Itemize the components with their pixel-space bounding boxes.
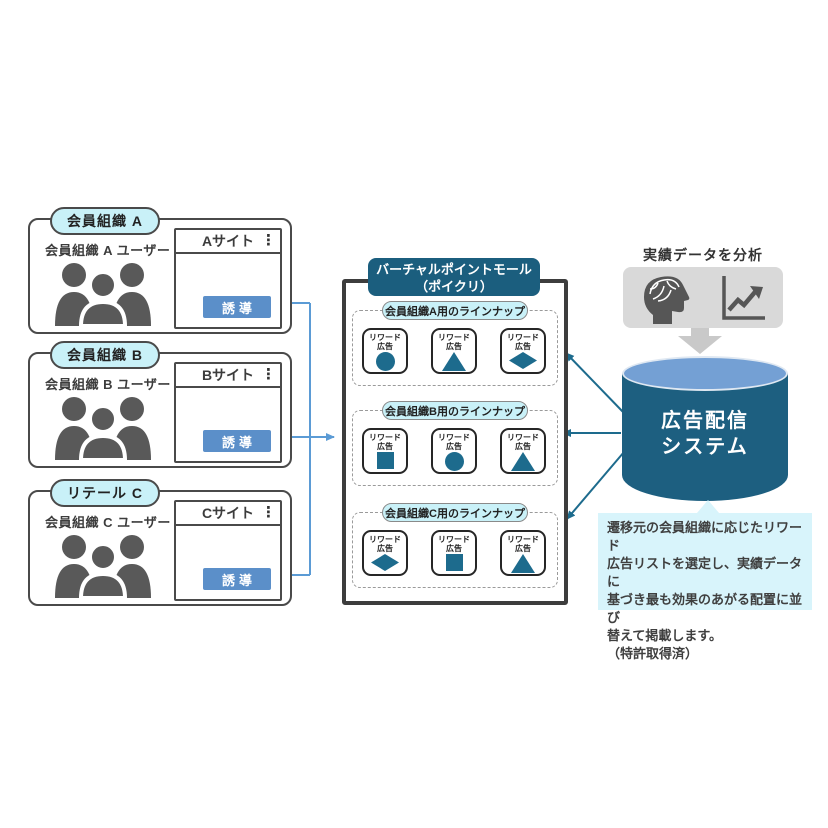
system-arrow-to-lineup-a [565,352,625,414]
site-c-title: Cサイト [201,505,255,521]
lineup-b-label: 会員組織B用のラインナップ [382,401,528,420]
reward-ad-label: リワード広告 [369,535,401,553]
site-a-title: Aサイト [201,233,255,249]
users-group-icon [55,397,151,460]
reward-ad-card: リワード広告 [362,530,408,576]
ad-shape-icon [376,452,394,469]
users-group-icon [55,535,151,598]
org-label-c: リテール C [50,479,160,507]
callout-notch [697,500,719,513]
analysis-icon-box [623,267,783,328]
reward-ad-card: リワード広告 [500,530,546,576]
ad-shape-icon [511,554,535,573]
mall-title: バーチャルポイントモール （ポイクリ） [368,258,540,296]
system-title-line1: 広告配信 [661,410,749,432]
reward-ad-card: リワード広告 [362,328,408,374]
org-label-a: 会員組織 A [50,207,160,235]
org-label-b: 会員組織 B [50,341,160,369]
reward-ad-label: リワード広告 [369,333,401,351]
site-mockup-a: Aサイト ⋮ 誘導 [174,228,282,329]
site-mockup-c: Cサイト ⋮ 誘導 [174,500,282,601]
ad-shape-icon [444,452,464,471]
reward-ad-card: リワード広告 [431,328,477,374]
callout-line: 遷移元の会員組織に応じたリワード [607,520,803,553]
reward-ad-card: リワード広告 [500,328,546,374]
brain-analysis-icon [644,276,690,324]
users-group-icon [55,263,151,326]
org-box-c: リテール C 会員組織 C ユーザー Cサイト ⋮ 誘導 [28,479,292,606]
chart-up-icon [722,276,765,320]
org-b-users-label: 会員組織 B ユーザー [45,377,171,392]
mall-title-line1: バーチャルポイントモール [376,262,532,277]
reward-ad-card: リワード広告 [431,428,477,474]
ad-shape-icon [445,554,463,571]
system-title: 広告配信 システム [622,408,788,460]
lineup-c-label: 会員組織C用のラインナップ [382,503,528,522]
lineup-a-label: 会員組織A用のラインナップ [382,301,528,320]
reward-ad-label: リワード広告 [438,535,470,553]
reward-ad-card: リワード広告 [500,428,546,474]
guide-button-b[interactable]: 誘導 [203,430,271,452]
analysis-label: 実績データを分析 [643,247,763,263]
org-box-a: 会員組織 A 会員組織 A ユーザー Aサイト ⋮ 誘導 [28,207,292,334]
ad-shape-icon [509,352,537,369]
database-cylinder-body [622,373,788,501]
database-cylinder-top [622,356,788,391]
reward-ad-label: リワード広告 [507,535,539,553]
callout-line: 基づき最も効果のあがる配置に並び [607,592,803,625]
reward-ad-label: リワード広告 [507,433,539,451]
site-c-header: Cサイト ⋮ [176,502,280,526]
kebab-menu-icon[interactable]: ⋮ [261,232,276,249]
site-mockup-b: Bサイト ⋮ 誘導 [174,362,282,463]
kebab-menu-icon[interactable]: ⋮ [261,366,276,383]
reward-ad-label: リワード広告 [438,433,470,451]
kebab-menu-icon[interactable]: ⋮ [261,504,276,521]
system-title-line2: システム [661,436,749,458]
reward-ad-label: リワード広告 [438,333,470,351]
ad-delivery-system-database: 広告配信 システム [622,356,788,501]
ad-shape-icon [442,352,466,371]
reward-ad-card: リワード広告 [431,530,477,576]
reward-ad-card: リワード広告 [362,428,408,474]
callout-line: 広告リストを選定し、実績データに [607,556,803,589]
reward-ad-label: リワード広告 [369,433,401,451]
org-label-c-text: リテール C [67,485,143,501]
site-b-header: Bサイト ⋮ [176,364,280,388]
callout-line: 替えて掲載します。 [607,628,723,643]
org-label-b-text: 会員組織 B [67,347,143,363]
reward-ad-label: リワード広告 [507,333,539,351]
guide-button-c[interactable]: 誘導 [203,568,271,590]
patent-callout: 遷移元の会員組織に応じたリワード 広告リストを選定し、実績データに 基づき最も効… [598,513,812,661]
down-arrow-icon [678,328,722,354]
system-arrow-to-lineup-c [566,451,625,520]
org-c-users-label: 会員組織 C ユーザー [45,515,171,530]
guide-button-a[interactable]: 誘導 [203,296,271,318]
mall-title-line2: （ポイクリ） [415,279,493,294]
ad-shape-icon [371,554,399,571]
ad-shape-icon [511,452,535,471]
org-box-b: 会員組織 B 会員組織 B ユーザー Bサイト ⋮ 誘導 [28,341,292,468]
site-b-title: Bサイト [201,367,255,383]
callout-note: （特許取得済） [607,646,699,661]
site-a-header: Aサイト ⋮ [176,230,280,254]
org-a-users-label: 会員組織 A ユーザー [45,243,171,258]
org-label-a-text: 会員組織 A [67,213,143,229]
ad-shape-icon [375,352,395,371]
